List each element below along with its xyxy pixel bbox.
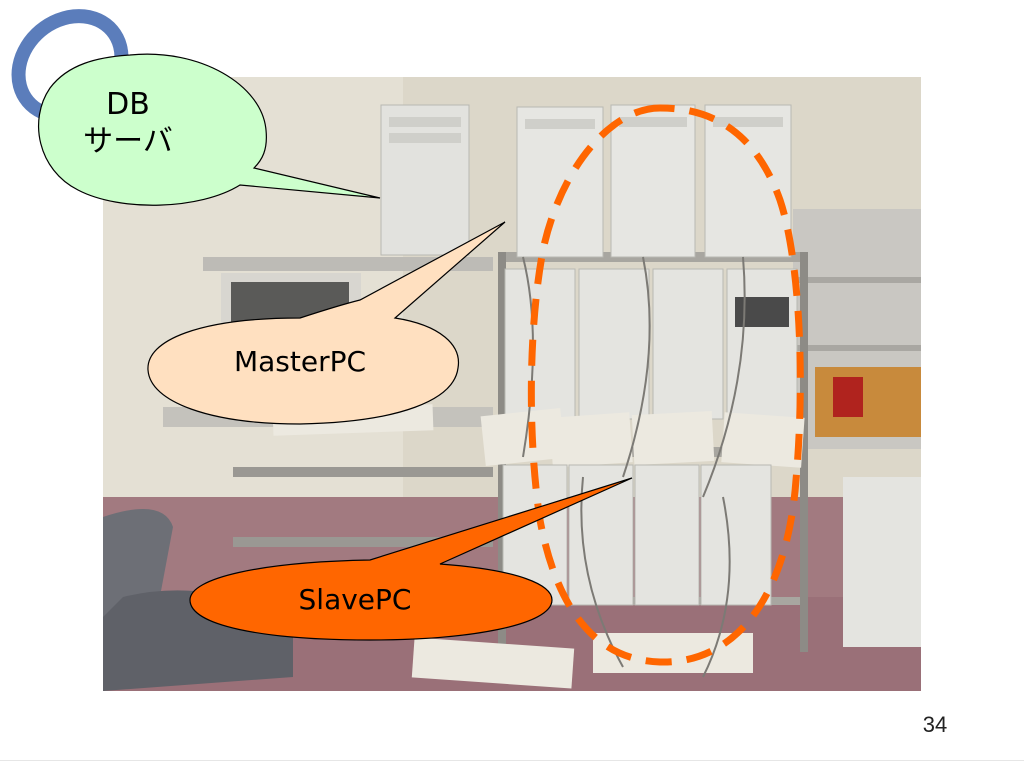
- slave-group-highlight: [527, 104, 804, 666]
- db-server-callout: DB サーバ: [58, 86, 198, 160]
- slave-pc-callout-shape: [189, 477, 633, 641]
- db-server-label-line2: サーバ: [83, 124, 173, 159]
- slave-pc-label: SlavePC: [298, 583, 412, 616]
- db-server-callout-shape: [37, 53, 381, 206]
- master-pc-callout-shape: [147, 221, 506, 425]
- page-number: 34: [922, 712, 948, 737]
- footer-divider: [0, 760, 1024, 761]
- master-pc-label: MasterPC: [233, 345, 367, 378]
- db-server-label-line1: DB: [106, 87, 150, 122]
